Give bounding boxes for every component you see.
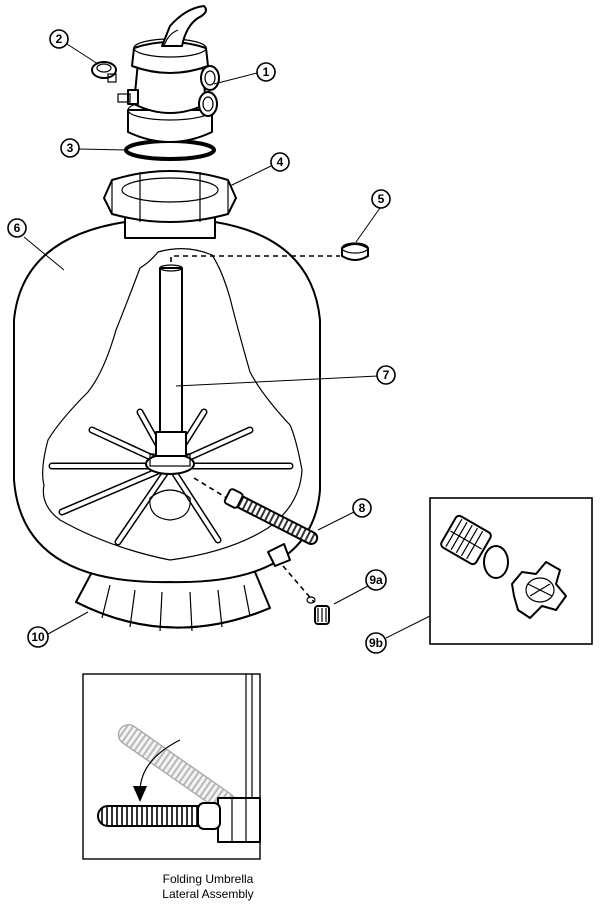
callout-9a: 9a	[365, 569, 387, 591]
svg-text:3: 3	[67, 141, 74, 155]
standpipe-cap	[341, 242, 369, 261]
pressure-gauge	[91, 61, 117, 83]
inset-caption-line1: Folding Umbrella	[162, 872, 254, 886]
callout-5: 5	[371, 189, 391, 209]
svg-text:10: 10	[31, 630, 45, 644]
callout-6: 6	[7, 218, 27, 238]
drain-cap	[306, 596, 330, 625]
callout-7: 7	[376, 365, 396, 385]
drain-o-ring	[483, 545, 509, 579]
drain-assembly-detail	[429, 497, 593, 645]
svg-text:1: 1	[263, 65, 270, 79]
callout-8: 8	[352, 498, 372, 518]
svg-text:6: 6	[14, 221, 21, 235]
drain-strainer	[440, 514, 492, 566]
leader-lines	[23, 43, 431, 639]
filter-base-stand	[75, 571, 271, 632]
callout-3: 3	[60, 138, 80, 158]
svg-text:5: 5	[378, 192, 385, 206]
callout-4: 4	[270, 152, 290, 172]
svg-text:9b: 9b	[369, 636, 383, 650]
callout-1: 1	[256, 62, 276, 82]
callout-9b: 9b	[365, 632, 387, 654]
closure-nut	[103, 170, 237, 223]
callout-2: 2	[49, 29, 69, 49]
single-lateral	[223, 488, 319, 545]
drain-knob	[511, 561, 567, 619]
inset-caption: Folding Umbrella Lateral Assembly	[138, 872, 278, 902]
valve-o-ring	[124, 139, 216, 161]
svg-text:8: 8	[359, 501, 366, 515]
svg-text:2: 2	[56, 32, 63, 46]
svg-text:9a: 9a	[369, 573, 383, 587]
callout-10: 10	[27, 626, 49, 648]
folding-lateral-inset	[82, 673, 261, 860]
sand-cutaway	[42, 248, 303, 561]
inset-caption-line2: Lateral Assembly	[162, 887, 254, 901]
multiport-valve	[117, 5, 220, 143]
svg-text:4: 4	[277, 155, 284, 169]
svg-text:7: 7	[383, 368, 390, 382]
standpipe-lateral-assembly	[48, 264, 294, 546]
